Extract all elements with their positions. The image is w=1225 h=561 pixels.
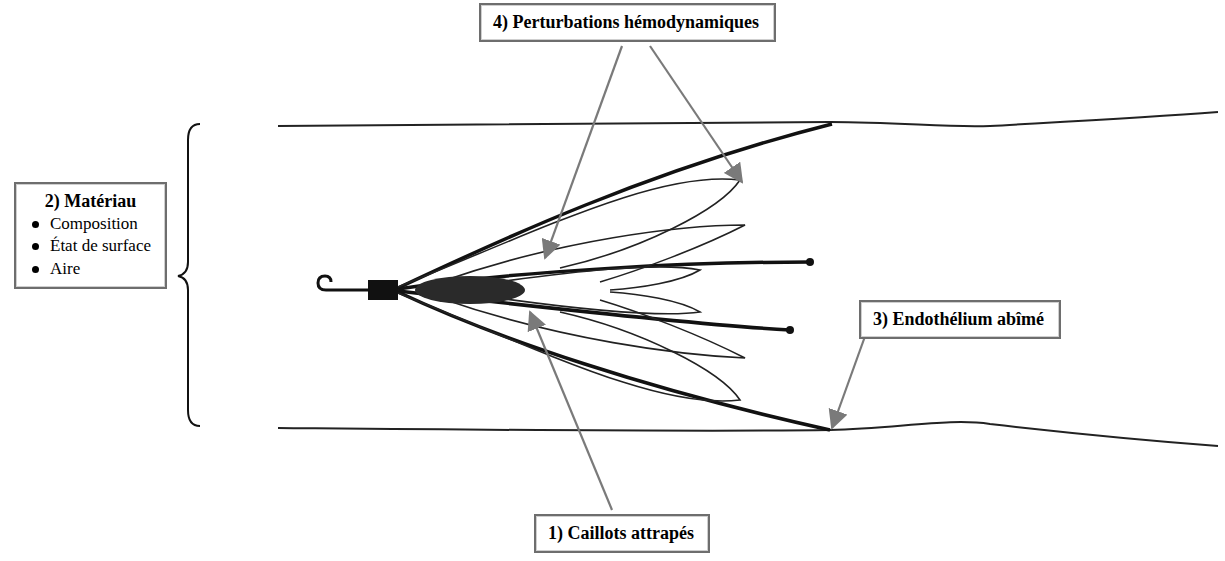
callout-box: 1) Caillots attrapés — [534, 514, 710, 553]
filter-legs — [398, 124, 832, 430]
bracket — [178, 124, 200, 426]
bullet-dot — [32, 266, 39, 273]
list-item: Composition — [28, 213, 153, 236]
bullet-dot — [32, 221, 39, 228]
callout-label: 1) Caillots attrapés — [548, 522, 696, 545]
list-item: État de surface — [28, 235, 153, 258]
list-item: Aire — [28, 258, 153, 281]
leg-tip — [806, 258, 814, 266]
filter-arms — [398, 179, 745, 401]
callout-box: 3) Endothélium abîmé — [859, 300, 1061, 339]
vessel-wall — [278, 422, 1218, 446]
filter-hook — [318, 276, 372, 290]
callout-label: 3) Endothélium abîmé — [873, 308, 1047, 331]
leader-lines — [530, 46, 868, 510]
callout-label: 4) Perturbations hémodynamiques — [493, 11, 762, 34]
trapped-clot — [415, 276, 525, 304]
callout-box: 4) Perturbations hémodynamiques — [479, 3, 776, 42]
callout-label: 2) Matériau — [28, 190, 153, 213]
filter-head — [368, 280, 398, 300]
leg-tip — [786, 326, 794, 334]
callout-box: 2) MatériauCompositionÉtat de surfaceAir… — [14, 182, 167, 289]
bullet-dot — [32, 243, 39, 250]
vessel-wall — [278, 112, 1218, 126]
